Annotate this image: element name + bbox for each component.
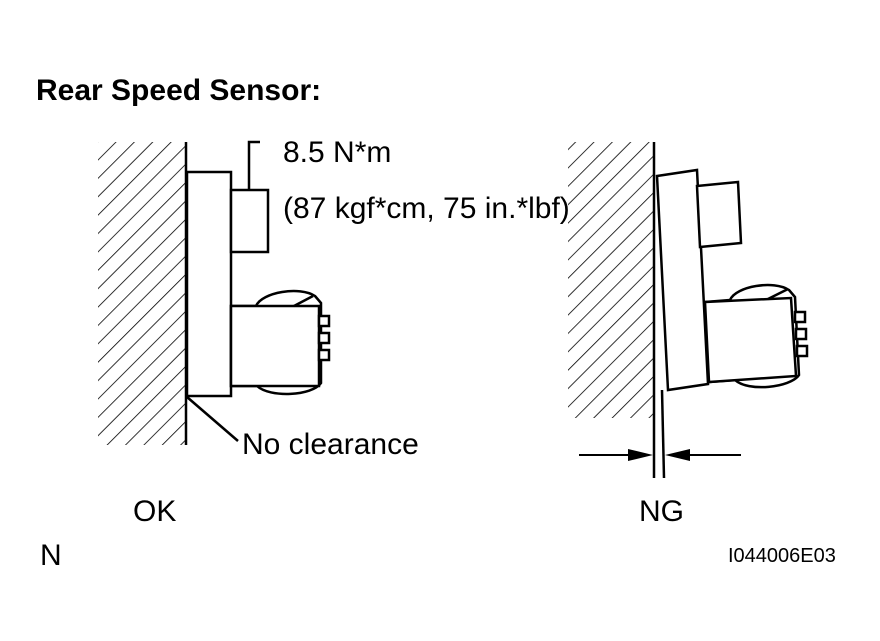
ng-assembly: [568, 142, 809, 479]
ok-sensor-flange: [185, 170, 233, 398]
ok-wall-hatching: [98, 142, 186, 445]
ok-bolt-head: [229, 188, 270, 254]
torque-leader: [247, 140, 260, 190]
ng-connector-pin: [795, 344, 809, 358]
ok-connector-pin: [317, 331, 331, 345]
corner-mark: N: [40, 539, 62, 572]
no-clearance-label: No clearance: [242, 428, 419, 461]
ng-bolt-head: [695, 180, 743, 249]
clearance-dimension: [579, 449, 741, 461]
figure-code: I044006E03: [728, 545, 836, 567]
ok-assembly: [98, 140, 331, 445]
ng-clearance-extension: [660, 389, 666, 479]
ok-connector-body: [229, 304, 321, 388]
torque-value: 8.5 N*m: [283, 136, 391, 169]
ng-connector-pin: [794, 327, 808, 341]
no-clearance-leader: [186, 396, 239, 442]
diagram-title: Rear Speed Sensor:: [36, 74, 321, 107]
ng-label: NG: [639, 495, 684, 528]
torque-conversion: (87 kgf*cm, 75 in.*lbf): [283, 192, 570, 225]
ok-connector-pin: [317, 314, 331, 328]
ng-sensor-flange: [655, 168, 710, 392]
ng-connector-pin: [793, 310, 807, 324]
ng-wall-hatching: [568, 142, 654, 418]
ok-connector-pin: [317, 348, 331, 362]
ng-connector-body: [703, 296, 798, 384]
ok-label: OK: [133, 495, 176, 528]
